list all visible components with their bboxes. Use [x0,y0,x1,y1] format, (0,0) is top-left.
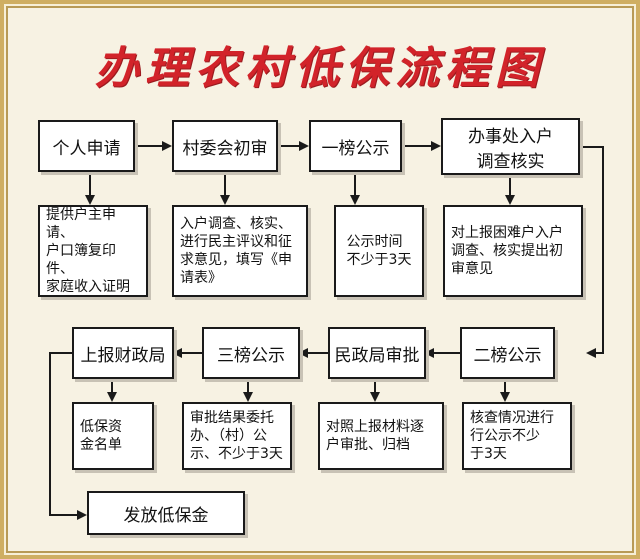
step-village-review-label: 村委会初审 [182,138,268,159]
step-first-notice: 一榜公示 [309,120,402,172]
note-second-notice-text: 核查情况进行 行公示不少 于3天 [470,410,554,462]
step-civil-affairs: 民政局审批 [328,327,426,379]
note-first-notice: 公示时间 不少于3天 [334,205,424,297]
step-civil-affairs-label: 民政局审批 [334,345,420,366]
note-third-notice-text: 审批结果委托 办、（村）公 示、不少于3天 [190,410,283,462]
step-office-survey-label: 办事处入户 调查核实 [468,126,553,172]
step-second-notice-label: 二榜公示 [473,345,542,366]
step-apply: 个人申请 [38,120,135,172]
note-office-survey-text: 对上报困难户入户 调查、核实提出初 审意见 [451,225,563,277]
note-civil-affairs: 对照上报材料逐 户审批、归档 [318,402,444,470]
step-office-survey: 办事处入户 调查核实 [441,118,580,175]
step-payout-label: 发放低保金 [123,505,209,526]
note-office-survey: 对上报困难户入户 调查、核实提出初 审意见 [443,205,583,297]
note-civil-affairs-text: 对照上报材料逐 户审批、归档 [326,419,424,453]
arrow-office-to-second [580,146,604,358]
step-second-notice: 二榜公示 [460,327,555,379]
note-village-review: 入户调查、核实、 进行民主评议和征 求意见，填写《申 请表》 [172,205,308,297]
note-finance: 低保资 金名单 [72,402,154,470]
note-village-review-text: 入户调查、核实、 进行民主评议和征 求意见，填写《申 请表》 [180,216,292,286]
note-finance-text: 低保资 金名单 [80,419,122,453]
step-first-notice-label: 一榜公示 [321,138,390,159]
note-apply: 提供户主申请、 户口簿复印件、 家庭收入证明 [38,205,148,297]
step-finance: 上报财政局 [72,327,174,379]
note-third-notice: 审批结果委托 办、（村）公 示、不少于3天 [182,402,292,470]
step-third-notice: 三榜公示 [202,327,300,379]
step-third-notice-label: 三榜公示 [217,345,285,366]
step-payout: 发放低保金 [87,491,245,535]
step-apply-label: 个人申请 [52,138,121,159]
step-village-review: 村委会初审 [172,120,278,172]
step-finance-label: 上报财政局 [80,345,166,366]
note-second-notice: 核查情况进行 行公示不少 于3天 [462,402,572,470]
page-title: 办理农村低保流程图 [95,43,545,94]
arrow-finance-to-payout [49,352,87,520]
note-first-notice-text: 公示时间 不少于3天 [346,234,412,268]
note-apply-text: 提供户主申请、 户口簿复印件、 家庭收入证明 [46,207,130,295]
